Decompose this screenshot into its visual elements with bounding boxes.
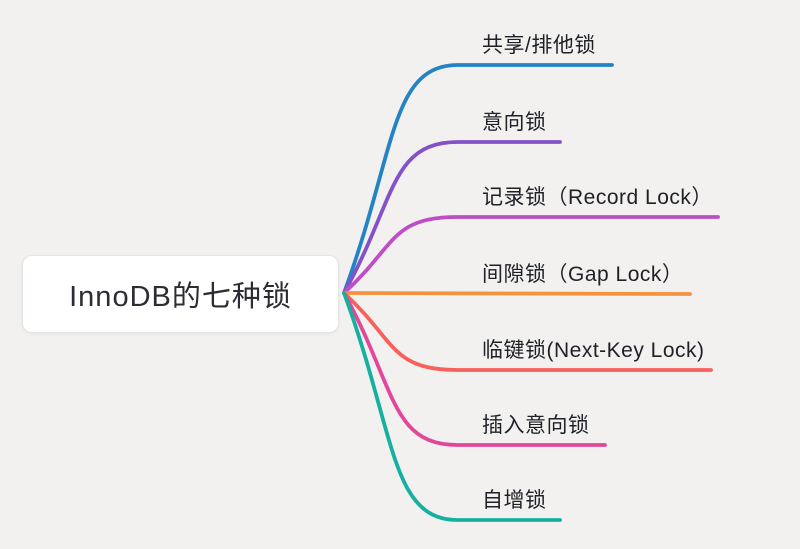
branch-node-label[interactable]: 记录锁（Record Lock） <box>482 186 713 209</box>
branch-node-label[interactable]: 临键锁(Next-Key Lock) <box>482 339 705 362</box>
branch-curve <box>342 291 562 522</box>
branch-node-label[interactable]: 间隙锁（Gap Lock） <box>482 263 684 286</box>
root-node-label: InnoDB的七种锁 <box>69 281 292 313</box>
branch-node-label[interactable]: 插入意向锁 <box>482 414 590 437</box>
branch-node-label[interactable]: 自增锁 <box>482 489 547 512</box>
root-node[interactable]: InnoDB的七种锁 <box>22 255 339 333</box>
branch-curve <box>342 291 692 296</box>
branch-curve <box>342 215 720 295</box>
branch-curve <box>342 291 713 372</box>
branch-node-label[interactable]: 意向锁 <box>482 111 547 134</box>
branch-curve <box>342 140 562 295</box>
branch-curve <box>342 291 607 447</box>
branch-node-label[interactable]: 共享/排他锁 <box>482 34 596 57</box>
branch-curve <box>342 63 614 295</box>
